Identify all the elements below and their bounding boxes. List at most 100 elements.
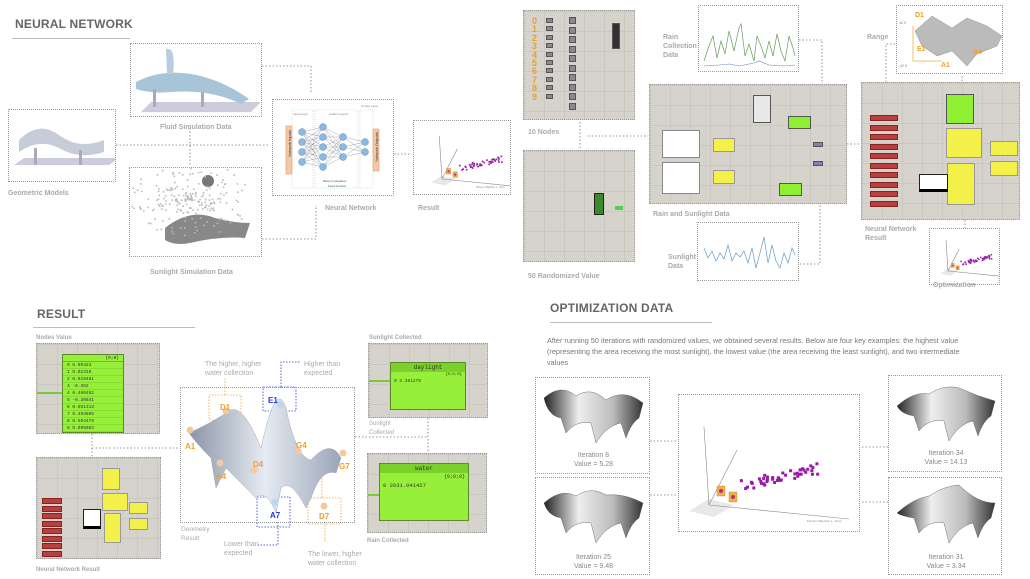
sun-ray-point <box>139 206 141 208</box>
sun-ray-point <box>149 222 152 225</box>
sun-ray-point <box>172 232 175 235</box>
node-value-row: 0 0.09423 <box>63 362 123 369</box>
sun-ray-point <box>147 198 150 201</box>
data-point <box>802 468 806 472</box>
component-node[interactable] <box>569 55 576 62</box>
data-point <box>765 480 769 484</box>
data-point <box>799 472 803 476</box>
nn-result-canvas[interactable] <box>861 82 1020 220</box>
section-title-optimization: OPTIMIZATION DATA <box>550 301 674 315</box>
slider-node[interactable] <box>546 18 553 23</box>
data-point <box>988 254 990 257</box>
component-node[interactable] <box>569 74 576 81</box>
sun-ray-point <box>180 199 183 202</box>
sun-ray-point <box>156 228 158 231</box>
sun-ray-point <box>220 192 222 195</box>
number-slider[interactable] <box>870 191 898 197</box>
component-node[interactable] <box>569 45 576 53</box>
number-slider[interactable] <box>42 558 62 559</box>
node-value-row: 6 0.051313 <box>63 404 123 411</box>
sun-ray-point <box>184 198 186 200</box>
sun-ray-point <box>188 197 191 200</box>
component-node[interactable] <box>569 83 576 91</box>
point-g4: G4 <box>296 441 307 450</box>
sun-ray-point <box>153 208 155 211</box>
iteration-card[interactable]: Iteration 31 Value = 3.34 <box>888 477 1002 575</box>
sun-ray-point <box>210 207 212 210</box>
optimization-label: Optimization <box>933 282 976 289</box>
iteration-card[interactable]: Iteration 8 Value = 5.28 <box>535 377 650 474</box>
rain-sunlight-canvas[interactable] <box>649 84 847 204</box>
data-point <box>793 472 797 476</box>
number-slider[interactable] <box>42 528 62 534</box>
number-slider[interactable] <box>42 513 62 519</box>
neuron <box>298 128 306 136</box>
sun-ray-point <box>157 190 160 193</box>
randomized-value-canvas[interactable] <box>523 150 635 262</box>
rain-collected-label: Rain Collected <box>367 538 409 544</box>
sunlight-collected-label: Sunlight Collected <box>369 421 395 436</box>
water-panel[interactable]: water {0;0;0} 0 2031.041427 <box>379 463 469 521</box>
iteration-card[interactable]: Iteration 34 Value = 14.13 <box>888 375 1002 472</box>
number-slider[interactable] <box>870 172 898 178</box>
sun-ray-point <box>197 208 199 211</box>
number-slider[interactable] <box>870 124 898 131</box>
number-slider[interactable] <box>870 181 898 188</box>
node-value-row: 3 -0.352 <box>63 383 123 390</box>
slider-node[interactable] <box>546 68 553 74</box>
slider-node[interactable] <box>546 51 553 57</box>
number-slider[interactable] <box>870 143 898 150</box>
slider-node[interactable] <box>546 76 553 82</box>
sun-ray-point <box>194 221 197 224</box>
number-slider[interactable] <box>42 543 62 549</box>
slider-node[interactable] <box>546 34 553 40</box>
data-point <box>752 486 756 490</box>
number-slider[interactable] <box>42 550 62 557</box>
component-node[interactable] <box>569 102 576 110</box>
component-node[interactable] <box>569 64 576 72</box>
sun-ray-point <box>192 172 194 175</box>
number-slider[interactable] <box>870 200 898 207</box>
slider-node[interactable] <box>546 43 553 49</box>
sun-ray-point <box>167 189 169 191</box>
number-slider[interactable] <box>42 498 62 504</box>
number-slider[interactable] <box>42 535 62 542</box>
sun-ray-point <box>206 208 209 211</box>
sun-ray-point <box>164 209 167 211</box>
selected-point <box>956 267 959 269</box>
slider-node[interactable] <box>546 60 553 65</box>
sunlight-collected-canvas[interactable]: daylight {0;0;0} 0 3.351279 <box>368 343 488 418</box>
sun-ray-point <box>176 204 178 207</box>
nodes-panel-header: {0;0} <box>63 355 123 362</box>
number-slider[interactable] <box>870 115 898 121</box>
component-node[interactable] <box>569 26 576 34</box>
component-node[interactable] <box>569 93 576 100</box>
component-node[interactable] <box>569 36 576 43</box>
number-slider[interactable] <box>42 520 62 527</box>
back-propagation-label: Back propagation <box>323 179 347 183</box>
data-point <box>498 161 500 163</box>
neuron <box>319 163 327 171</box>
slider-node[interactable] <box>546 93 553 99</box>
sun-ray-point <box>158 205 161 208</box>
data-point <box>778 478 782 482</box>
sun-ray-point <box>178 172 181 174</box>
nn-result-canvas-small[interactable] <box>36 457 161 559</box>
slider-node[interactable] <box>546 85 553 91</box>
sun-ray-point <box>174 181 176 184</box>
rain-collected-canvas[interactable]: water {0;0;0} 0 2031.041427 <box>367 453 487 533</box>
component-node[interactable] <box>569 17 576 24</box>
sun-ray-point <box>211 208 214 211</box>
slider-node[interactable] <box>546 26 553 32</box>
number-slider[interactable] <box>870 153 898 159</box>
iteration-card[interactable]: Iteration 25 Value = 9.48 <box>535 477 650 575</box>
number-slider[interactable] <box>870 162 898 169</box>
sun-ray-point <box>151 209 154 212</box>
number-slider[interactable] <box>42 505 62 512</box>
daylight-panel[interactable]: daylight {0;0;0} 0 3.351279 <box>390 362 466 410</box>
number-slider[interactable] <box>870 134 898 140</box>
data-point <box>471 163 473 166</box>
